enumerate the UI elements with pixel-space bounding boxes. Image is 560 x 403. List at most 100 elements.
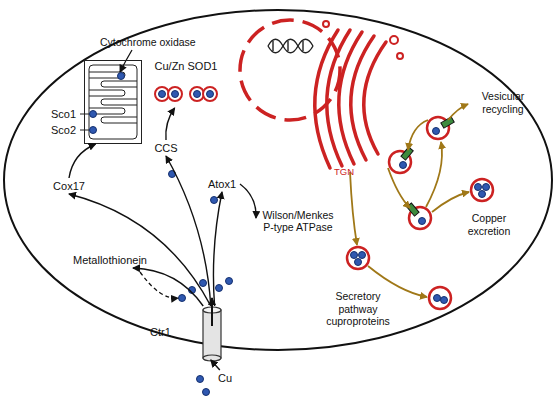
atpase-label: Wilson/Menkes P-type ATPase	[256, 206, 340, 236]
node-text: Cox17	[53, 180, 85, 193]
cell-membrane	[4, 10, 552, 350]
atox1-label: Atox1	[204, 176, 240, 192]
ctr1-transporter: Ctr1	[150, 306, 226, 360]
sco-leader-lines	[80, 114, 90, 130]
node-text: Wilson/Menkes P-type ATPase	[256, 209, 340, 233]
copper-ions	[216, 285, 223, 292]
vesicle-transporter	[389, 147, 413, 173]
mitochondrion-cristae	[101, 81, 137, 87]
mitochondrion-cristae	[101, 117, 137, 123]
excretion-vesicle	[483, 184, 490, 191]
flow-arrow	[166, 156, 211, 306]
secretory-vesicle	[347, 247, 369, 269]
golgi-stack	[390, 36, 398, 44]
dna-helix	[268, 39, 313, 53]
sod1-dimers	[168, 87, 182, 101]
trafficking-arrows	[388, 168, 410, 208]
sod1-dimers	[159, 91, 166, 98]
cytochrome-leader-arrow	[120, 50, 132, 72]
trafficking-arrows	[350, 172, 357, 245]
flow-arrow	[69, 194, 211, 306]
golgi-stack	[323, 21, 329, 27]
dna-helix	[287, 41, 288, 51]
flow-arrow	[213, 192, 222, 306]
node-text: Cu	[218, 372, 232, 385]
cell-membrane	[4, 10, 552, 350]
vesicle-transporter	[401, 147, 413, 160]
node-text: Cu/Zn SOD1	[148, 60, 224, 73]
metallothionein-label: Metallothionein	[64, 252, 156, 268]
mitochondrion-cristae	[89, 90, 125, 96]
vesicle-transporter	[427, 117, 454, 139]
metallothionein-return-arrow	[140, 272, 178, 298]
pathway-label: Secretory pathway cuproproteins	[318, 290, 398, 328]
copper-ions	[200, 280, 207, 287]
trafficking-arrows	[408, 120, 428, 150]
node-text: CCS	[154, 142, 177, 155]
dna-helix	[268, 39, 313, 53]
mitochondrion-cristae	[101, 99, 137, 105]
pathway-label: Vesicular recycling	[470, 90, 536, 115]
copper-ions	[179, 295, 186, 302]
dna-helix	[268, 39, 313, 53]
copper-ions	[169, 171, 176, 178]
vesicle-transporter	[400, 162, 407, 169]
nucleus	[240, 20, 340, 120]
excretion-vesicle	[471, 179, 493, 201]
vesicle-transporter	[419, 218, 426, 225]
sod1-dimers	[190, 87, 204, 101]
trafficking-arrows	[350, 104, 469, 297]
copper-ions	[203, 389, 210, 396]
ctr1-cylinder	[203, 355, 221, 361]
copper-ions	[189, 287, 196, 294]
secretory-vesicle	[434, 295, 441, 302]
trafficking-arrows	[432, 192, 469, 212]
vesicle-transporter	[441, 117, 454, 128]
ccs-label: CCS	[150, 140, 182, 156]
trafficking-arrows	[426, 142, 442, 207]
callout-label: Cytochrome oxidase	[100, 36, 210, 49]
excretion-vesicle	[475, 184, 482, 191]
trafficking-arrows	[448, 104, 468, 120]
copper-ions	[211, 197, 218, 204]
node-text: Sco1	[51, 108, 83, 121]
vesicle-transporter	[407, 203, 419, 216]
sod1-dimers	[203, 87, 217, 101]
sod1-dimers	[207, 91, 214, 98]
sod1-dimers	[155, 87, 169, 101]
copper-ions	[226, 278, 233, 285]
mitochondrion-cristae	[89, 65, 137, 139]
cytochrome-leader-arrow	[120, 50, 132, 72]
flow-arrow	[133, 268, 203, 306]
golgi-stack	[364, 42, 386, 154]
secretory-vesicle	[429, 287, 451, 309]
golgi-stack	[397, 53, 403, 59]
secretory-vesicle	[359, 252, 366, 259]
node-text: Atox1	[208, 178, 236, 191]
sod1-dimers	[194, 91, 201, 98]
vesicle-transporter	[407, 203, 431, 229]
mitochondrion-box: Sco1Sco2	[84, 60, 142, 144]
dna-helix	[272, 41, 273, 51]
secretory-vesicle	[441, 297, 448, 304]
excretion-vesicle	[479, 191, 486, 198]
uptake-arrow	[211, 298, 213, 326]
organelle-label: TGN	[334, 166, 364, 179]
uptake-arrow	[212, 298, 213, 326]
flow-arrow	[240, 184, 256, 218]
sco-leader-lines	[80, 114, 90, 115]
pathway-label: Copper excretion	[460, 212, 518, 237]
copper-ion: Cu	[212, 370, 238, 386]
cox17-label: Cox17	[44, 178, 94, 194]
node-text: Sco2	[51, 124, 83, 137]
copper-ions	[90, 127, 97, 134]
secretory-vesicle	[347, 247, 369, 269]
vesicle-transporter	[433, 128, 440, 135]
copper-ions	[197, 376, 204, 383]
excretion-vesicle	[471, 179, 493, 201]
node-text: Ctr1	[150, 326, 184, 339]
flow-arrow	[166, 108, 175, 140]
golgi-stack	[315, 21, 403, 168]
